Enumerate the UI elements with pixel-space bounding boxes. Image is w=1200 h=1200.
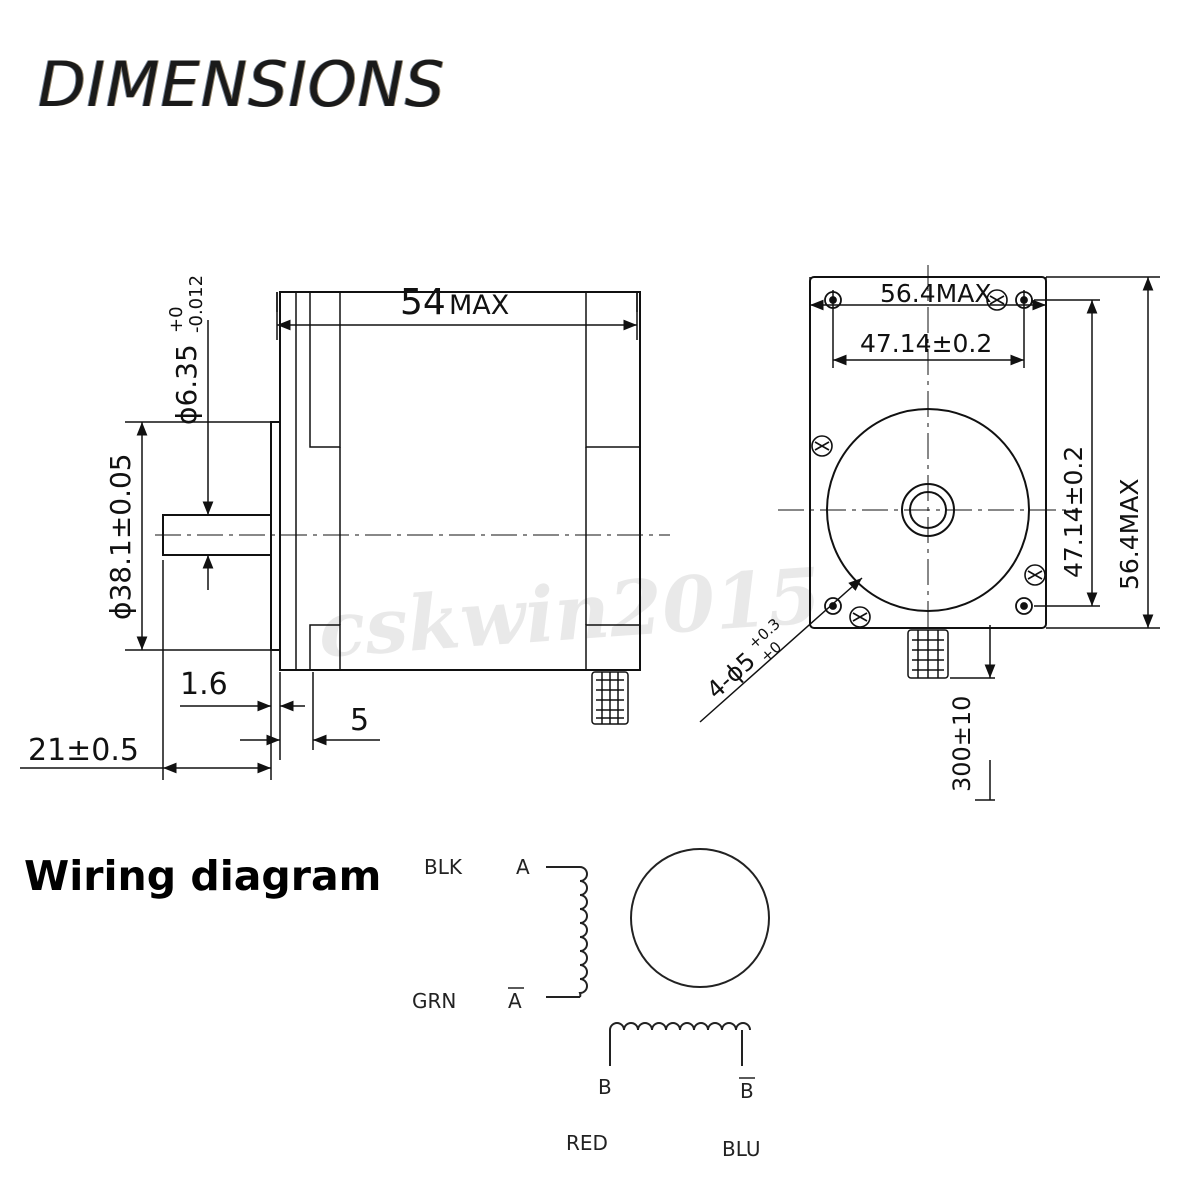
length-value-label: 54 — [400, 282, 446, 323]
svg-text:4-ϕ5: 4-ϕ5 — [701, 647, 761, 705]
front-hole-spacing-v-label: 47.14±0.2 — [1059, 446, 1088, 578]
terminal-label-a: A — [516, 855, 530, 879]
side-view — [155, 291, 670, 725]
wiring-diagram-title: Wiring diagram — [24, 852, 382, 900]
terminal-label-b-bar: B — [740, 1079, 754, 1103]
coil-b-leads — [609, 1030, 743, 1066]
svg-text:-0.012: -0.012 — [186, 275, 207, 333]
terminal-label-b: B — [598, 1075, 612, 1099]
svg-text:ϕ6.35: ϕ6.35 — [170, 344, 203, 425]
shaft-length-label: 21±0.5 — [28, 733, 139, 768]
page-title: DIMENSIONS — [38, 48, 446, 121]
flange-thickness-label: 1.6 — [180, 667, 228, 702]
front-width-max-label: 56.4MAX — [880, 279, 991, 308]
wire-label-red: RED — [566, 1131, 608, 1155]
svg-text:+0: +0 — [166, 306, 187, 333]
front-height-max-label: 56.4MAX — [1115, 479, 1144, 590]
side-view-dimensions — [20, 292, 638, 780]
terminal-label-a-bar: A — [508, 989, 522, 1013]
wire-label-blk: BLK — [424, 855, 463, 879]
front-view — [778, 265, 1078, 679]
shaft-diameter-label: ϕ6.35 +0 -0.012 — [166, 275, 207, 425]
boss-diameter-label: ϕ38.1±0.05 — [104, 453, 137, 620]
lead-wires-front — [907, 629, 949, 679]
rotor-circle — [630, 848, 770, 988]
lead-wires-side — [591, 671, 629, 725]
coil-b-winding — [609, 1022, 751, 1031]
front-hole-spacing-h-label: 47.14±0.2 — [860, 329, 992, 358]
coil-a-winding — [578, 866, 588, 998]
coil-a-leads — [546, 866, 580, 998]
wire-label-grn: GRN — [412, 989, 456, 1013]
boss-depth-label: 5 — [350, 703, 369, 738]
wire-label-blu: BLU — [722, 1137, 761, 1161]
wiring-diagram — [546, 848, 770, 1066]
lead-length-label: 300±10 — [948, 696, 976, 792]
front-view-dimensions — [699, 276, 1160, 801]
length-suffix-label: MAX — [449, 290, 509, 321]
motor-boss — [270, 421, 281, 651]
